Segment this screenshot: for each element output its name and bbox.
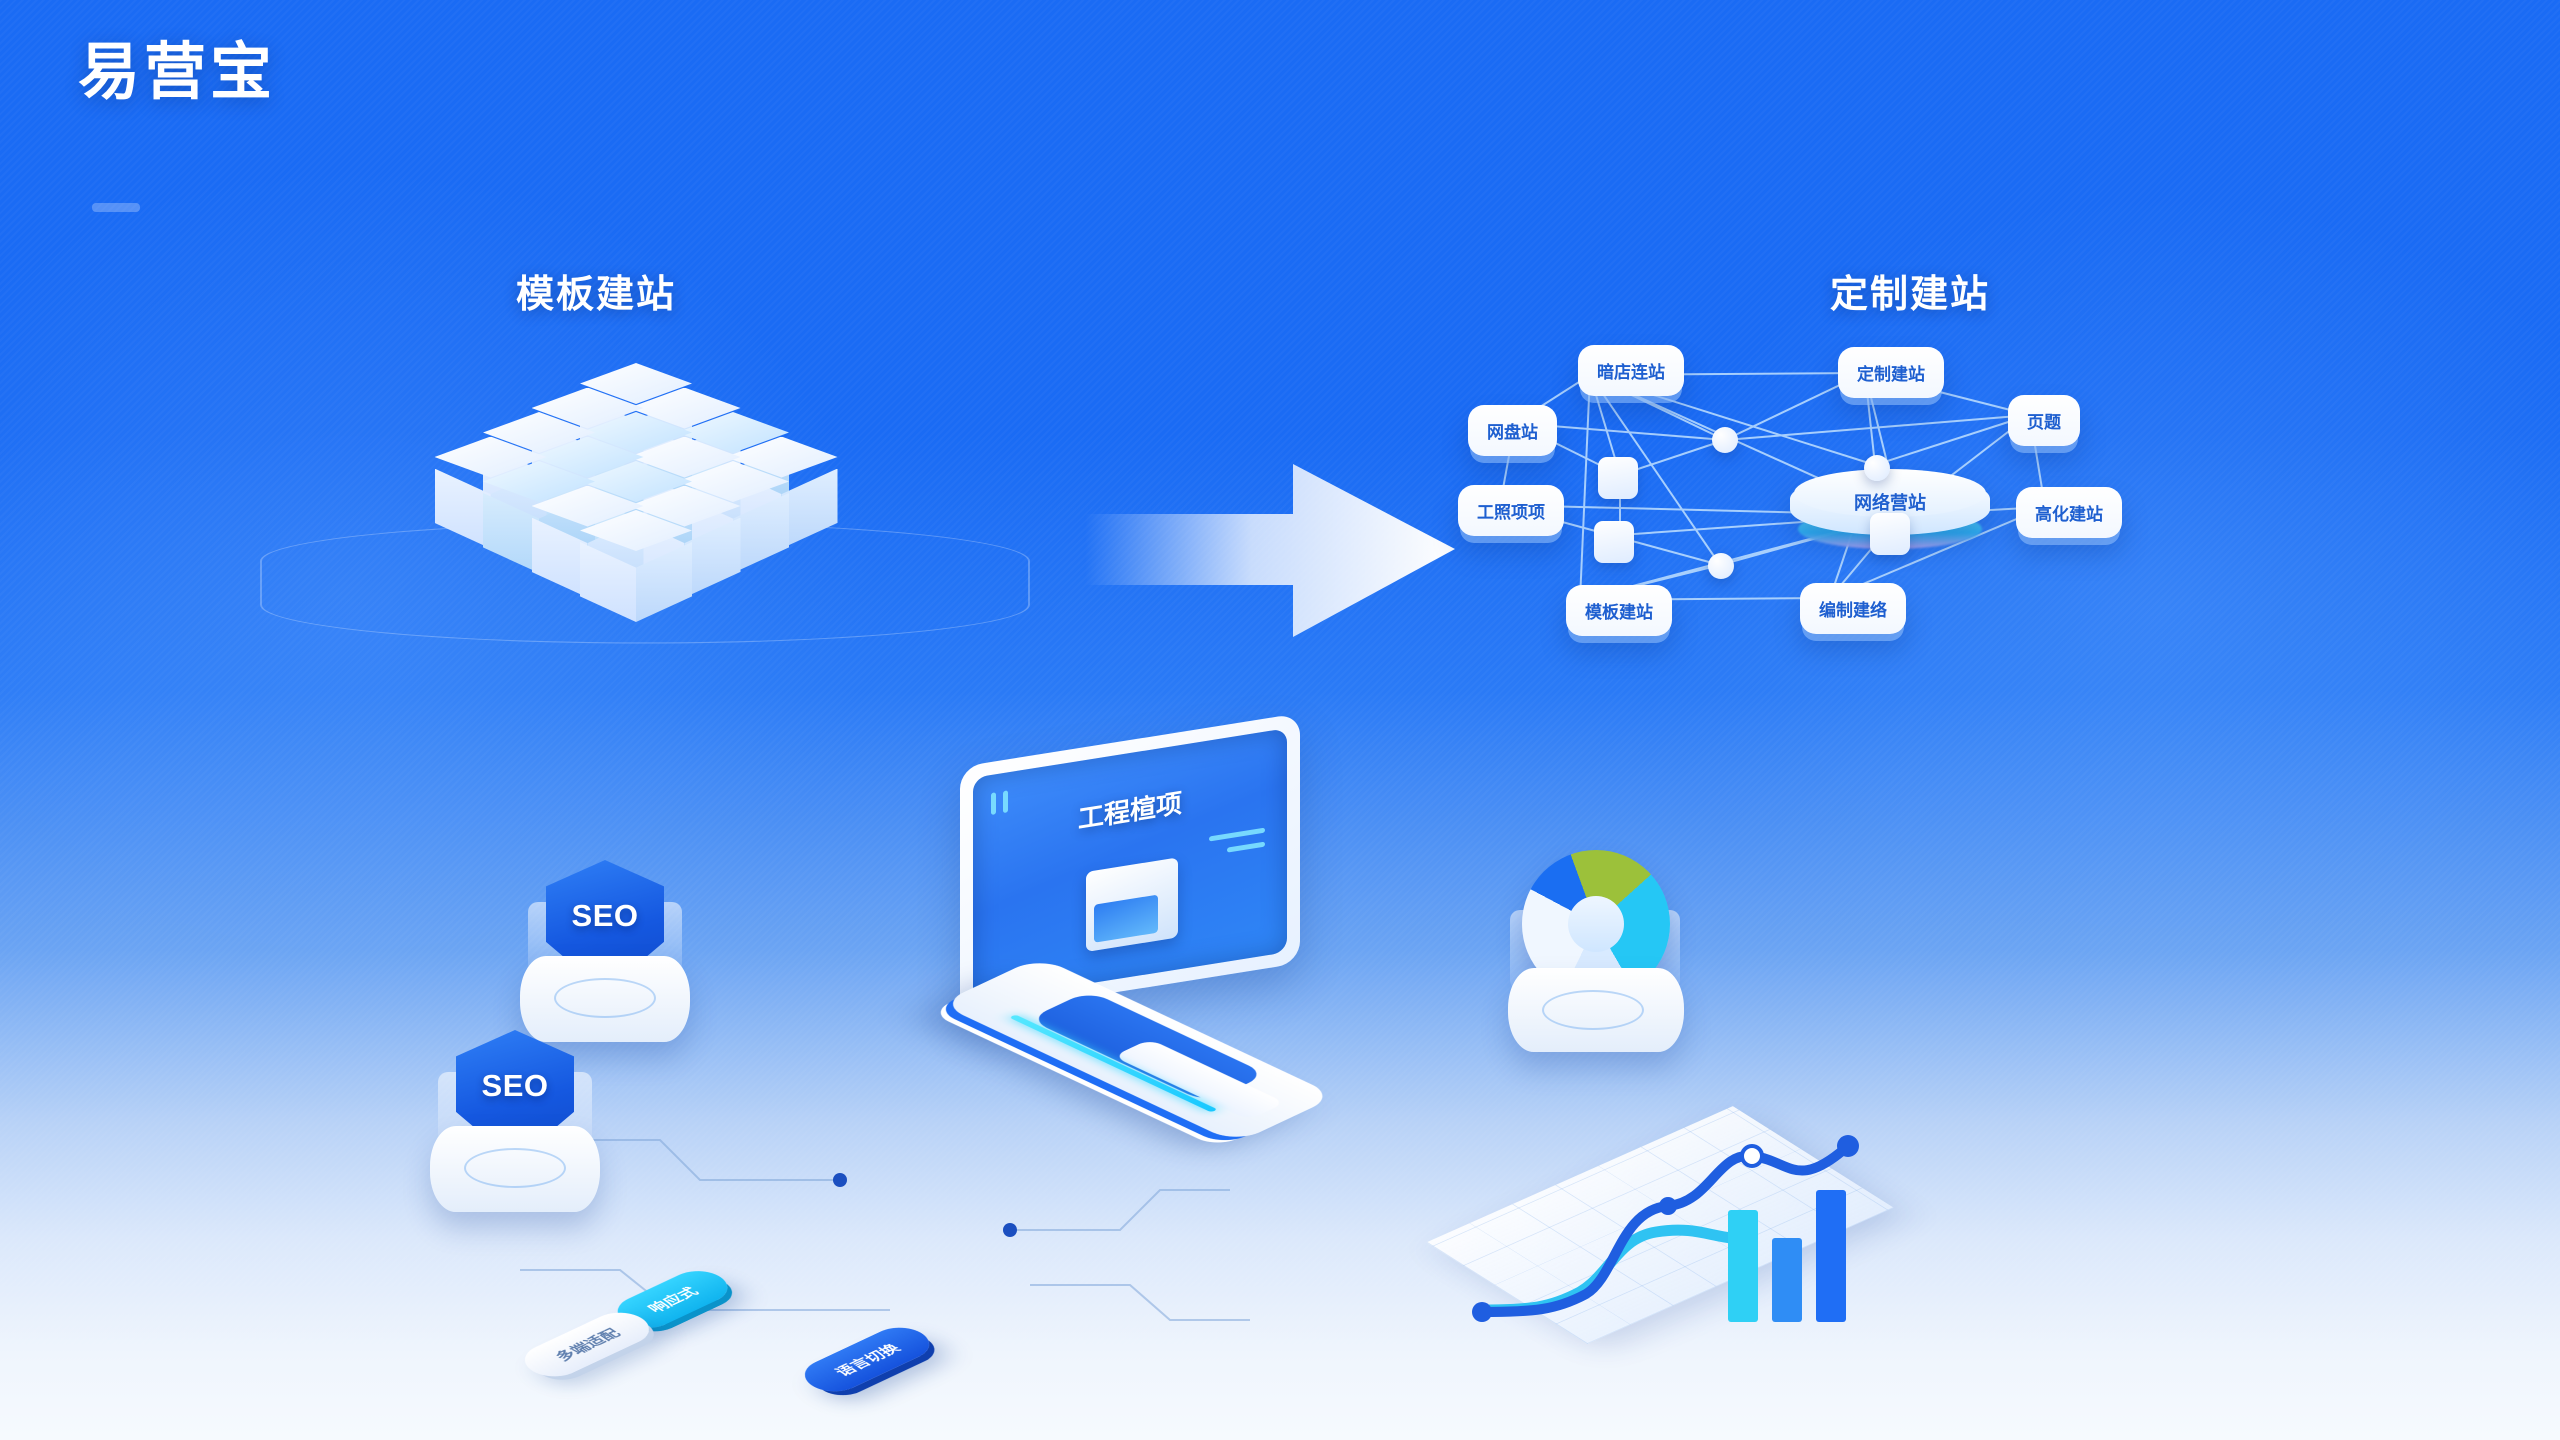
pedestal-ring [554, 978, 656, 1018]
screen-deco-bar [1003, 790, 1008, 814]
network-node[interactable]: 暗店连站 [1578, 345, 1684, 396]
template-cube-grid [250, 355, 1040, 655]
screen-deco-bar [1209, 827, 1265, 842]
network-node[interactable]: 页题 [2008, 395, 2080, 446]
network-card-node[interactable] [1598, 457, 1638, 499]
donut-chart-hole [1568, 896, 1624, 952]
network-node-label: 网盘站 [1487, 423, 1538, 442]
network-node-label: 定制建站 [1857, 365, 1925, 384]
network-node-label: 暗店连站 [1597, 363, 1665, 382]
arrow-right-icon [1085, 452, 1455, 647]
network-card-node[interactable] [1594, 521, 1634, 563]
pedestal-ring [464, 1148, 566, 1188]
screen-deco-bar [1227, 841, 1265, 853]
chart-series-layer [1472, 1135, 1859, 1322]
screen-title: 工程楦项 [1077, 787, 1182, 835]
bar-line-chart-icon[interactable] [1426, 1060, 1894, 1380]
donut-chart-icon[interactable] [1500, 850, 1690, 1060]
brand-title: 易营宝 [78, 38, 277, 107]
section-heading-template: 模板建站 [516, 274, 677, 316]
scene-connector-wires [520, 1139, 1250, 1321]
custom-network-graph: 网络营站 暗店连站 定制建站页题网盘站高化建站 工照项项模板建站 编制建络 [1458, 345, 2480, 645]
base-inner-panel [1028, 990, 1286, 1121]
laptop-isometric-icon[interactable]: 工程楦项 [900, 713, 1360, 1160]
product-scene: SEO SEO 工程楦项 [430, 713, 1894, 1399]
seo-badge[interactable]: SEO [520, 860, 690, 1050]
screen-illustration-panel [1094, 894, 1159, 943]
network-node[interactable]: 模板建站 [1566, 585, 1672, 636]
badge-pedestal [430, 1126, 600, 1212]
network-node[interactable]: 定制建站 [1838, 347, 1944, 398]
network-node-label: 模板建站 [1585, 603, 1653, 622]
background-glow-right [1610, 180, 2560, 1030]
network-hub-node[interactable]: 网络营站 [1790, 469, 1990, 555]
network-node[interactable]: 编制建络 [1800, 583, 1906, 634]
network-node-label: 编制建络 [1819, 601, 1887, 620]
network-node[interactable]: 高化建站 [2016, 487, 2122, 538]
network-dot-node[interactable] [1712, 427, 1738, 453]
network-node-label: 页题 [2027, 413, 2061, 432]
network-node-label: 工照项项 [1477, 503, 1545, 522]
template-cube [580, 510, 692, 640]
seo-badge-label: SEO [481, 1068, 549, 1103]
seo-badge[interactable]: SEO [430, 1030, 600, 1220]
badge-pedestal [520, 956, 690, 1042]
network-node[interactable]: 网盘站 [1468, 405, 1557, 456]
section-heading-custom: 定制建站 [1830, 274, 1991, 316]
base-key [1113, 1039, 1286, 1121]
network-node-label: 高化建站 [2035, 505, 2103, 524]
chart-pedestal [1508, 968, 1684, 1052]
network-dot-node[interactable] [1708, 553, 1734, 579]
screen-illustration [1086, 857, 1179, 952]
hub-cylinder-top [1794, 469, 1986, 517]
network-node[interactable]: 工照项项 [1458, 485, 1564, 536]
screen-deco-bar [991, 792, 996, 816]
seo-badge-label: SEO [571, 898, 639, 933]
network-dot-node[interactable] [1864, 455, 1890, 481]
pedestal-ring [1542, 990, 1644, 1030]
laptop-base [900, 950, 1360, 1144]
hub-label: 网络营站 [1854, 493, 1926, 513]
base-plate [939, 956, 1337, 1144]
network-card-node[interactable] [1870, 513, 1910, 555]
laptop-base-slab [911, 942, 1349, 1148]
brand-underline [92, 203, 140, 212]
